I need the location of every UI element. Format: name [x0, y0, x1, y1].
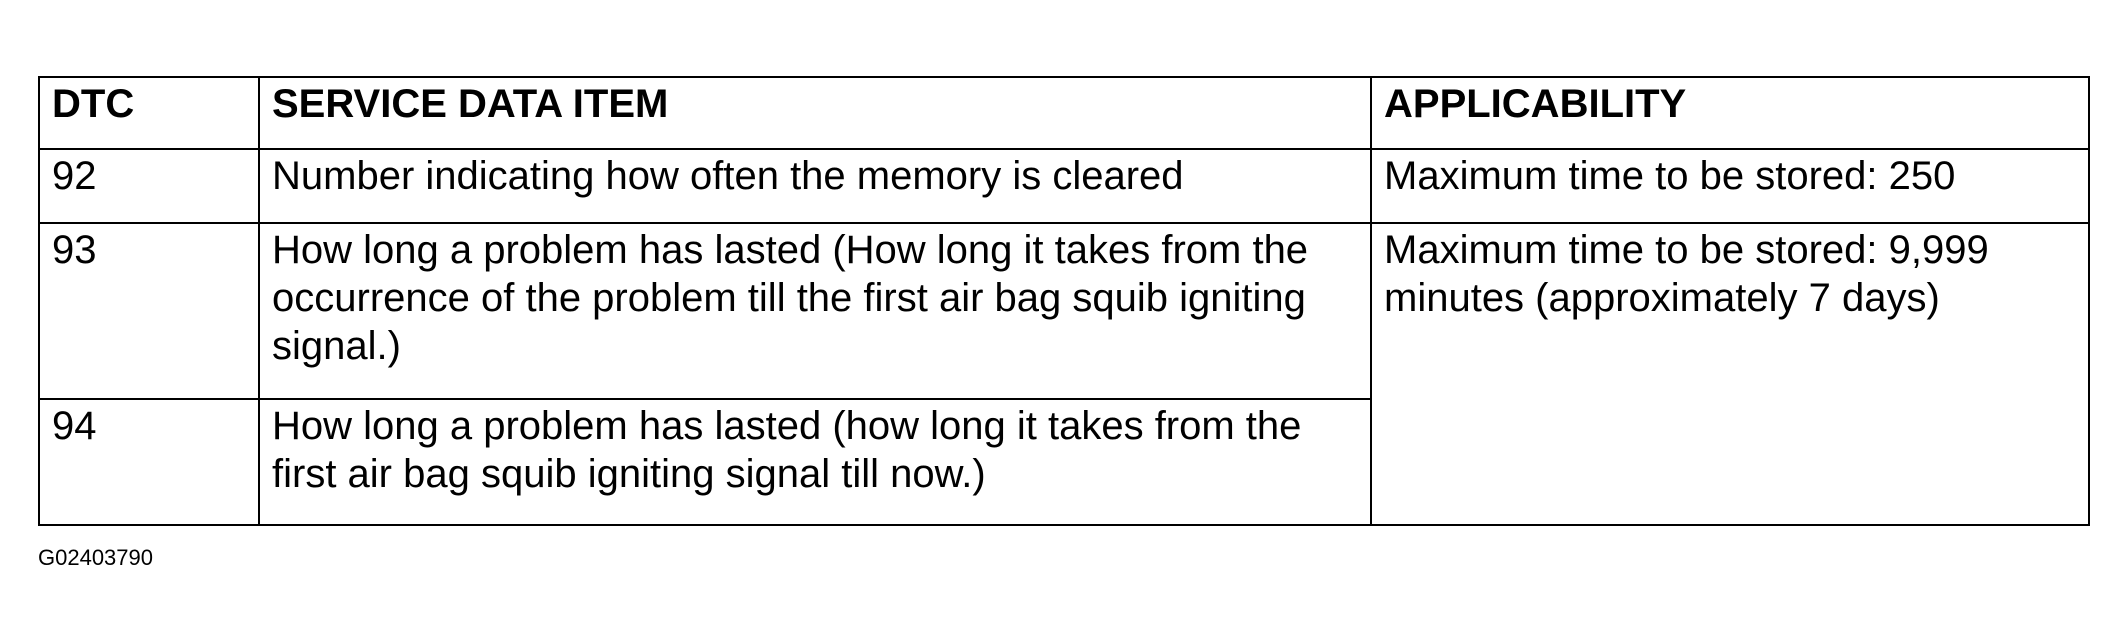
cell-service-data-item: How long a problem has lasted (How long … — [258, 222, 1372, 400]
table-row: 92 Number indicating how often the memor… — [38, 148, 2090, 224]
header-applicability: APPLICABILITY — [1370, 76, 2090, 150]
header-service-data-item: SERVICE DATA ITEM — [258, 76, 1372, 150]
cell-service-data-item: Number indicating how often the memory i… — [258, 148, 1372, 224]
figure-id: G02403790 — [38, 545, 153, 570]
table-header-row: DTC SERVICE DATA ITEM APPLICABILITY — [38, 76, 2090, 150]
cell-service-data-item: How long a problem has lasted (how long … — [258, 398, 1372, 526]
table-row: 94 How long a problem has lasted (how lo… — [38, 398, 2089, 526]
cell-dtc: 94 — [38, 398, 260, 526]
cell-applicability: Maximum time to be stored: 9,999 minutes… — [1370, 222, 2090, 526]
cell-dtc: 92 — [38, 148, 260, 224]
service-data-table: DTC SERVICE DATA ITEM APPLICABILITY 92 N… — [38, 76, 2090, 526]
header-dtc: DTC — [38, 76, 260, 150]
cell-dtc: 93 — [38, 222, 260, 400]
cell-applicability: Maximum time to be stored: 250 — [1370, 148, 2090, 224]
table-row: 93 How long a problem has lasted (How lo… — [38, 222, 2090, 526]
